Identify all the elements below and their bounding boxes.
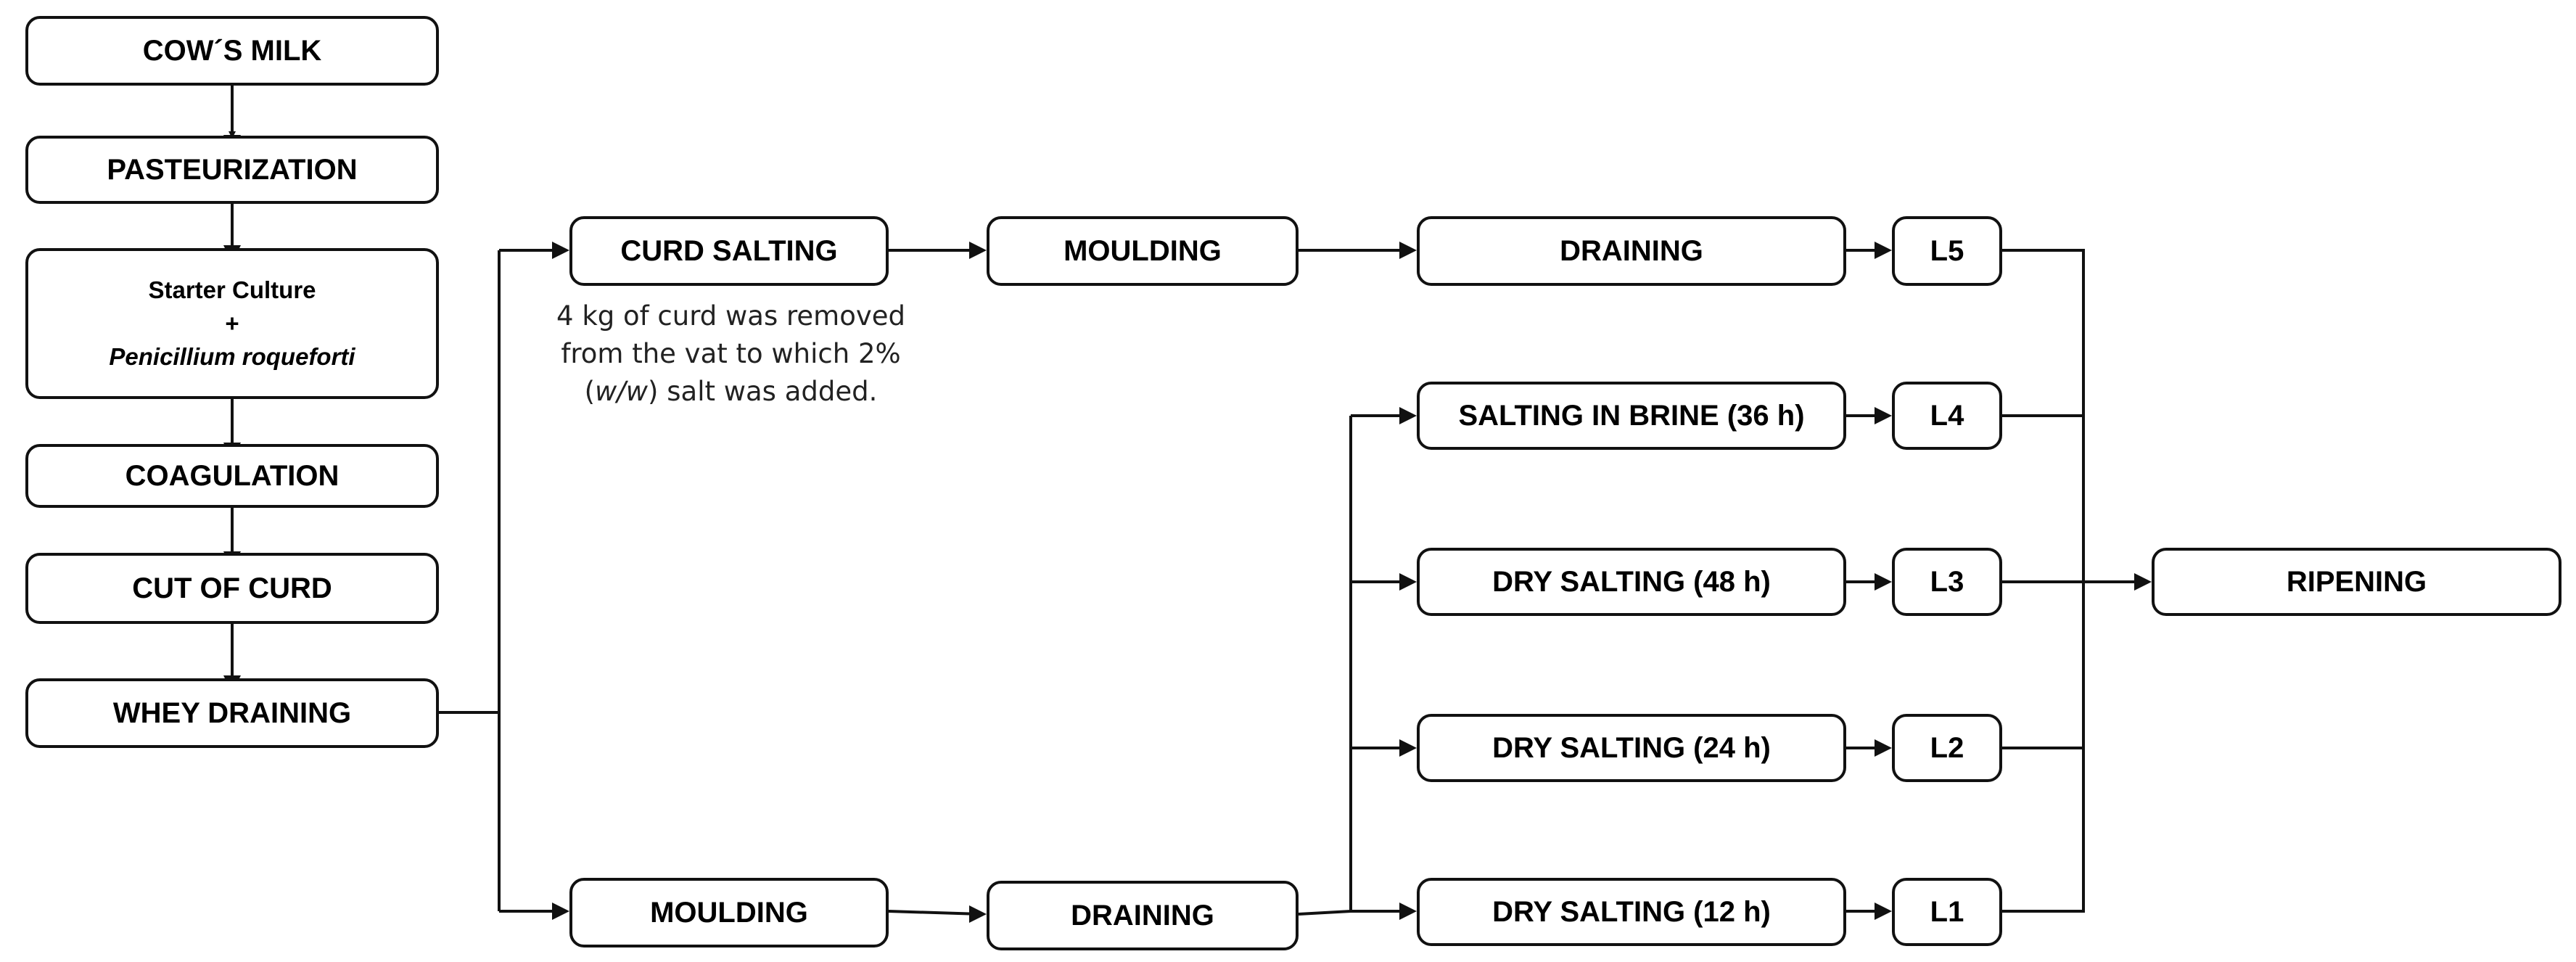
salting-brine-label: SALTING IN BRINE (36 h) <box>1458 399 1805 432</box>
cows-milk-box: COW´S MILK <box>25 16 439 86</box>
draining-top-box: DRAINING <box>1417 216 1846 286</box>
note-line-1: 4 kg of curd was removed <box>556 300 905 332</box>
draining-bottom-box: DRAINING <box>987 881 1299 950</box>
whey-draining-label: WHEY DRAINING <box>112 696 352 729</box>
cows-milk-label: COW´S MILK <box>142 34 322 67</box>
lot-l1-label: L1 <box>1930 895 1964 928</box>
cut-of-curd-label: CUT OF CURD <box>132 572 332 604</box>
moulding-bottom-box: MOULDING <box>569 878 889 947</box>
dry-salting-12-label: DRY SALTING (12 h) <box>1492 895 1771 928</box>
arrowhead <box>1399 407 1417 424</box>
draining-top-label: DRAINING <box>1560 234 1703 267</box>
curd-removal-note: 4 kg of curd was removed from the vat to… <box>508 297 954 411</box>
lot-l4-box: L4 <box>1892 382 2002 450</box>
arrowhead <box>969 905 987 923</box>
dry-salting-48-label: DRY SALTING (48 h) <box>1492 565 1771 598</box>
arrowhead <box>1399 739 1417 757</box>
note-line-3: (w/w) salt was added. <box>584 376 878 407</box>
draining-bottom-label: DRAINING <box>1071 899 1214 932</box>
lot-l3-box: L3 <box>1892 548 2002 616</box>
lot-l5-box: L5 <box>1892 216 2002 286</box>
dry-salting-24-box: DRY SALTING (24 h) <box>1417 714 1846 782</box>
arrowhead <box>1399 903 1417 920</box>
connector-lower-draining-out <box>1298 910 1351 916</box>
coagulation-box: COAGULATION <box>25 444 439 508</box>
ripening-label: RIPENING <box>2286 565 2427 598</box>
dry-salting-48-box: DRY SALTING (48 h) <box>1417 548 1846 616</box>
arrowhead <box>1399 242 1417 259</box>
note-line-2: from the vat to which 2% <box>561 338 901 369</box>
arrowhead <box>552 242 569 259</box>
lot-l2-label: L2 <box>1930 731 1964 764</box>
arrowhead <box>1875 903 1892 920</box>
coagulation-label: COAGULATION <box>125 459 340 492</box>
whey-draining-box: WHEY DRAINING <box>25 678 439 748</box>
moulding-top-label: MOULDING <box>1063 234 1222 267</box>
arrowhead <box>1875 407 1892 424</box>
arrowhead <box>1875 573 1892 591</box>
arrowhead <box>1399 573 1417 591</box>
lot-l5-label: L5 <box>1930 234 1964 267</box>
curd-salting-box: CURD SALTING <box>569 216 889 286</box>
moulding-top-box: MOULDING <box>987 216 1299 286</box>
lot-l3-label: L3 <box>1930 565 1964 598</box>
arrowhead <box>969 242 987 259</box>
arrowhead <box>2134 573 2152 591</box>
arrowhead <box>552 903 569 920</box>
pasteurization-label: PASTEURIZATION <box>107 153 358 186</box>
arrow-lower-moulding-to-draining <box>888 910 982 916</box>
salting-brine-box: SALTING IN BRINE (36 h) <box>1417 382 1846 450</box>
penicillium-label: Penicillium roqueforti <box>109 343 355 370</box>
moulding-bottom-label: MOULDING <box>650 896 808 929</box>
arrowhead <box>1875 242 1892 259</box>
dry-salting-24-label: DRY SALTING (24 h) <box>1492 731 1771 764</box>
starter-culture-label: Starter Culture <box>148 276 316 303</box>
plus-sign: + <box>225 310 239 337</box>
lot-l4-label: L4 <box>1930 399 1964 432</box>
lot-l1-box: L1 <box>1892 878 2002 946</box>
cut-of-curd-box: CUT OF CURD <box>25 553 439 624</box>
curd-salting-label: CURD SALTING <box>620 234 838 267</box>
dry-salting-12-box: DRY SALTING (12 h) <box>1417 878 1846 946</box>
starter-culture-box: Starter Culture + Penicillium roqueforti <box>25 248 439 399</box>
lot-l2-box: L2 <box>1892 714 2002 782</box>
pasteurization-box: PASTEURIZATION <box>25 136 439 204</box>
note-ratio-italic: w/w <box>595 376 649 407</box>
ripening-box: RIPENING <box>2152 548 2561 616</box>
arrowhead <box>1875 739 1892 757</box>
